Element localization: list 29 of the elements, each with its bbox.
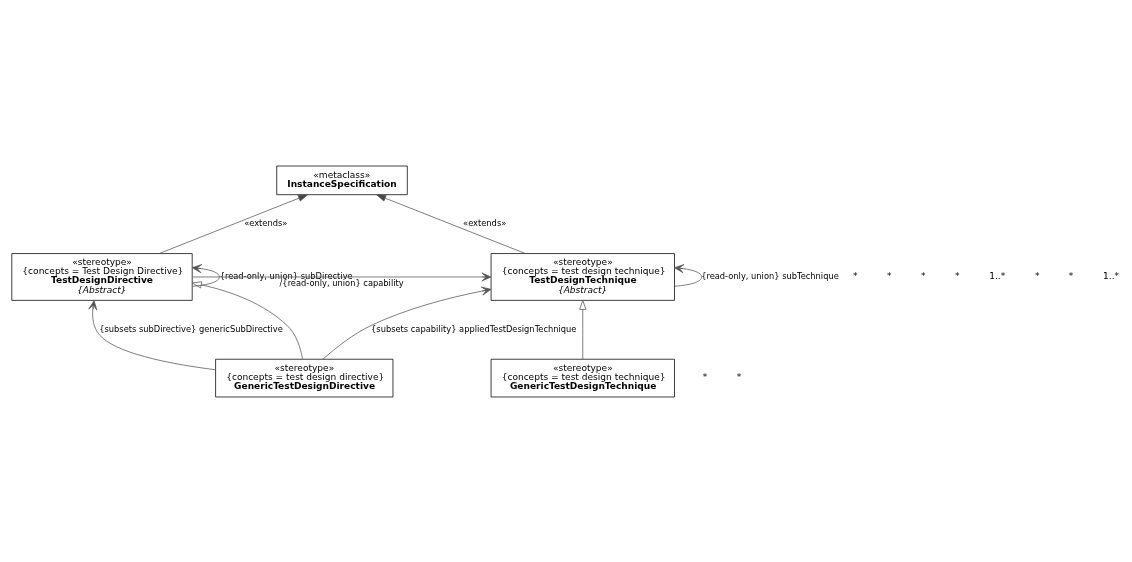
node-box: «metaclass» InstanceSpecification (276, 165, 408, 195)
label: 1..* (1103, 270, 1120, 281)
label: * (736, 371, 742, 382)
arrow (191, 263, 220, 287)
arrow (191, 280, 303, 359)
node-box: «stereotype» {concepts = test design technique} GenericTestDesignTechnique (490, 358, 675, 397)
label: * (920, 270, 926, 281)
edge-label: {subsets subDirective} genericSubDirective (99, 323, 283, 334)
label: * (853, 270, 858, 281)
label: * (1068, 270, 1074, 281)
edge-label: «extends» (244, 217, 288, 228)
node-box: «stereotype» {concepts = test design directive} GenericTestDesignDirective (215, 358, 394, 397)
arrow (192, 272, 492, 281)
arrow (579, 299, 587, 359)
node-box: «stereotype» {concepts = Test Design Directive} TestDesignDirective {Abstract} (11, 252, 193, 301)
arrow (88, 299, 216, 370)
node-box: «stereotype» {concepts = test design technique} TestDesignTechnique {Abstract} (490, 252, 675, 301)
arrow (158, 193, 308, 254)
label: 1..* (989, 270, 1006, 281)
label: * (954, 270, 960, 281)
label: * (886, 270, 892, 281)
arrow (674, 263, 703, 287)
edge-label: {read-only, union} subTechnique (701, 270, 839, 281)
label: * (702, 371, 708, 382)
edge-label: {subsets capability} appliedTestDesignTechnique (371, 323, 577, 334)
arrow (376, 193, 526, 254)
edge-label: «extends» (463, 217, 507, 228)
arrow (322, 286, 492, 359)
label: * (1034, 270, 1040, 281)
